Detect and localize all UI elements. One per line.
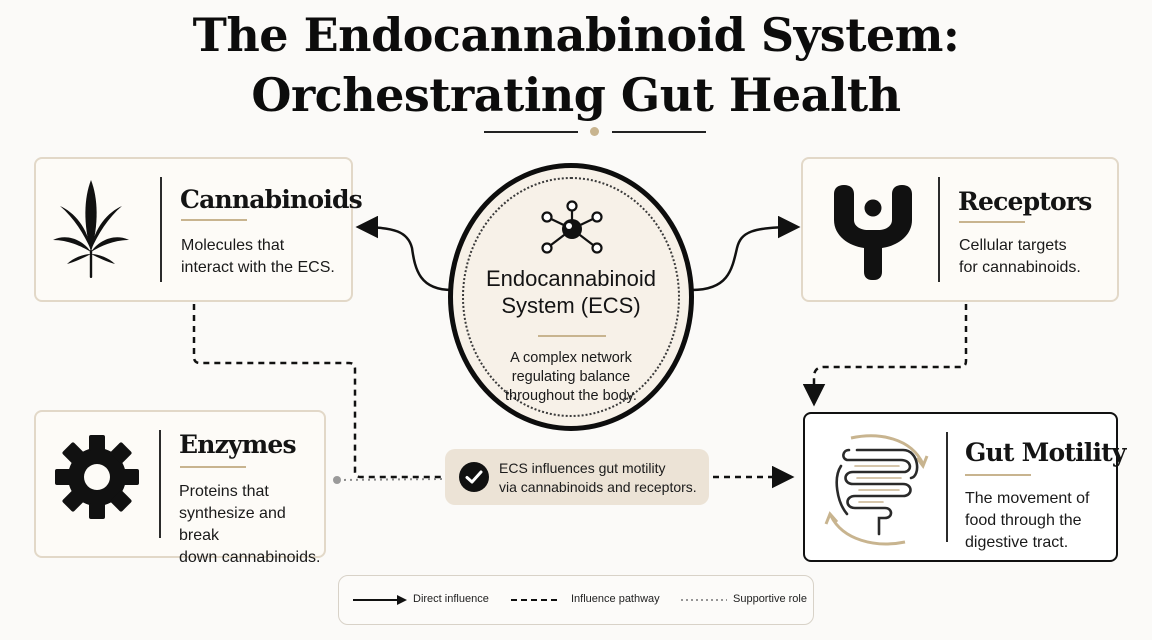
title-divider-dot: [590, 127, 599, 136]
supportive-start-dot: [333, 476, 341, 484]
card-desc-line: The movement of: [965, 490, 1090, 507]
ecs-center-node[interactable]: Endocannabinoid System (ECS) A complex n…: [448, 163, 694, 431]
cannabis-leaf-icon: [53, 180, 129, 278]
card-title: Enzymes: [179, 430, 297, 459]
supportive-enzymes-to-callout: [337, 478, 443, 481]
ecs-desc-line: regulating balance: [511, 369, 631, 385]
molecule-icon: [541, 200, 603, 254]
title-underline: [181, 219, 247, 221]
card-receptors[interactable]: Receptors Cellular targets for cannabino…: [801, 157, 1119, 302]
legend-solid-arrow-icon: [353, 595, 407, 605]
card-divider: [938, 177, 940, 282]
ecs-desc-line: A complex network: [510, 350, 632, 366]
card-title: Gut Motility: [965, 438, 1126, 467]
callout-text-line: ECS influences gut motility: [499, 460, 666, 476]
card-gut-motility[interactable]: Gut Motility The movement of food throug…: [803, 412, 1126, 562]
legend: Direct influence Influence pathway Suppo…: [338, 575, 814, 625]
card-title: Receptors: [958, 187, 1092, 216]
pathway-receptors-to-gut: [802, 304, 968, 407]
title-underline: [180, 466, 246, 468]
card-desc-line: interact with the ECS.: [181, 259, 335, 276]
callout-box[interactable]: ECS influences gut motility via cannabin…: [445, 449, 709, 505]
card-title: Cannabinoids: [180, 185, 363, 214]
card-desc-line: Proteins that: [179, 483, 269, 500]
card-desc-line: down cannabinoids.: [179, 549, 321, 566]
card-divider: [946, 432, 948, 542]
gear-icon: [55, 435, 139, 519]
ecs-desc-line: throughout the body.: [505, 388, 637, 404]
title-line-1: The Endocannabinoid System:: [192, 8, 960, 62]
card-desc-line: synthesize and break: [179, 505, 286, 544]
card-desc-line: food through the: [965, 512, 1082, 529]
card-desc-line: Molecules that: [181, 237, 285, 254]
card-desc-line: Cellular targets: [959, 237, 1067, 254]
arrow-ecs-to-cannabinoids: [355, 215, 453, 292]
ecs-title-underline: [538, 335, 606, 337]
arrow-ecs-to-receptors: [691, 215, 801, 292]
check-circle-icon: [459, 462, 489, 492]
card-desc-line: for cannabinoids.: [959, 259, 1081, 276]
receptor-icon: [834, 185, 912, 280]
title-line-2: Orchestrating Gut Health: [251, 68, 901, 122]
card-divider: [159, 430, 161, 538]
ecs-title-line: System (ECS): [501, 293, 641, 318]
card-desc-line: digestive tract.: [965, 534, 1069, 551]
pathway-cannabinoids-to-gut: [192, 304, 444, 479]
callout-text-line: via cannabinoids and receptors.: [499, 479, 697, 495]
title-divider-right: [612, 131, 706, 133]
legend-dashed-line-icon: [511, 599, 561, 601]
title-underline: [959, 221, 1025, 223]
legend-supportive-label: Supportive role: [733, 593, 807, 605]
legend-pathway-label: Influence pathway: [571, 593, 660, 605]
legend-dotted-line-icon: [681, 599, 727, 601]
legend-direct-label: Direct influence: [413, 593, 489, 605]
inner-dotted-ring: [462, 177, 680, 417]
title-divider-left: [484, 131, 578, 133]
title-underline: [965, 474, 1031, 476]
card-divider: [160, 177, 162, 282]
card-cannabinoids[interactable]: Cannabinoids Molecules that interact wit…: [34, 157, 363, 302]
ecs-title-line: Endocannabinoid: [485, 266, 657, 291]
card-enzymes[interactable]: Enzymes Proteins that synthesize and bre…: [34, 410, 326, 566]
intestine-icon: [824, 434, 929, 546]
